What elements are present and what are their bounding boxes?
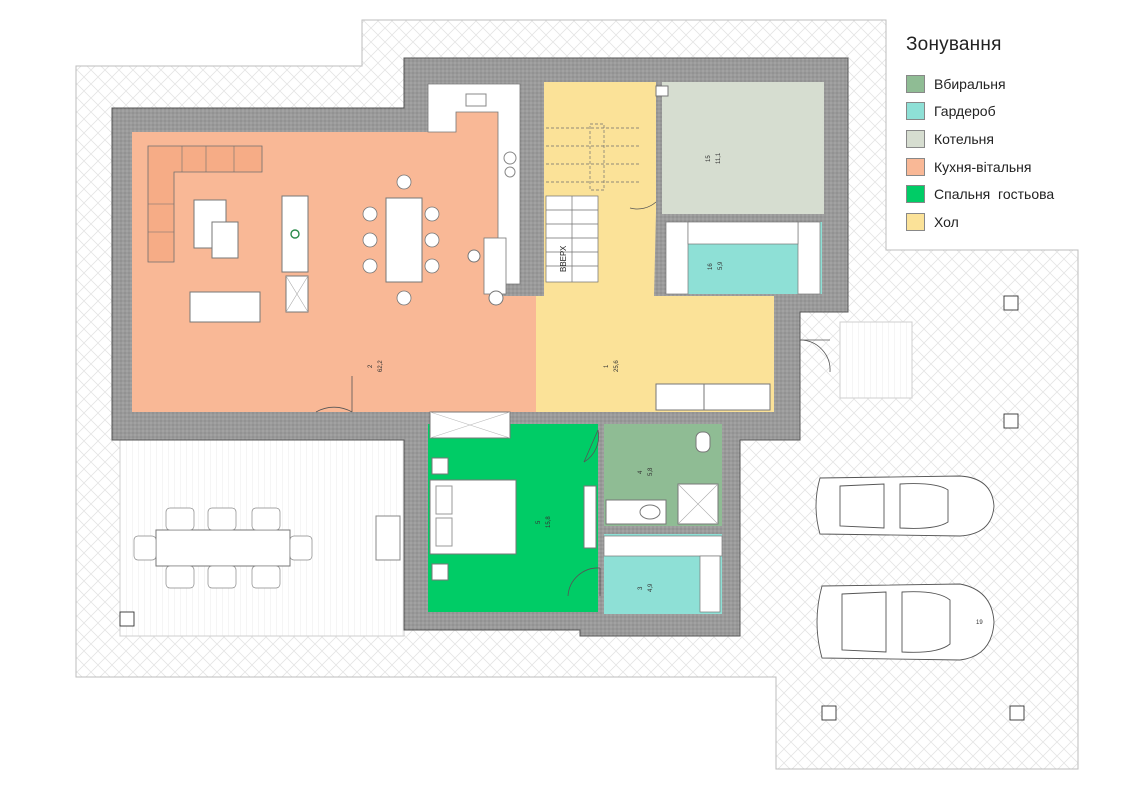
- fireplace-icon: [290, 229, 300, 239]
- room-area-hall: 25,6: [614, 360, 620, 372]
- room-number-wardrobe-top: 16: [708, 263, 714, 270]
- room-number-living: 2: [368, 364, 374, 368]
- terrace-chairs: [133, 507, 313, 589]
- kitchen-island-corner: [483, 237, 507, 295]
- staircase: [545, 123, 640, 283]
- room-area-bedroom: 15,8: [546, 516, 552, 528]
- room-area-wardrobe-top: 5,9: [718, 261, 724, 270]
- kitchen-counter: [427, 83, 521, 285]
- legend-label: Спальня гостьова: [934, 186, 1055, 203]
- zoning-legend: Зонування Вбиральня Гардероб Котельня Ку…: [906, 34, 1126, 236]
- room-area-bathroom: 5,8: [648, 467, 654, 476]
- bar-stool: [488, 290, 504, 306]
- terrace-grill: [375, 515, 401, 561]
- legend-item-kitchen-living: Кухня-вітальня: [906, 153, 1126, 181]
- legend-item-boiler-room: Котельня: [906, 125, 1126, 153]
- legend-item-wardrobe: Гардероб: [906, 98, 1126, 126]
- coffee-table: [211, 221, 239, 259]
- kitchen-sink: [465, 93, 487, 107]
- legend-label: Котельня: [934, 130, 994, 147]
- legend-label: Гардероб: [934, 103, 996, 120]
- legend-title: Зонування: [906, 34, 1002, 55]
- bar-stool: [467, 249, 481, 263]
- room-number-boiler: 15: [706, 155, 712, 162]
- hall-floor: [536, 82, 774, 412]
- legend-swatch: [906, 102, 925, 121]
- legend-swatch: [906, 129, 925, 148]
- legend-label: Вбиральня: [934, 75, 1006, 92]
- car-top: [815, 475, 995, 537]
- hall-cabinet: [655, 383, 771, 411]
- legend-list: Вбиральня Гардероб Котельня Кухня-віталь…: [906, 70, 1126, 236]
- room-number-hall: 1: [604, 364, 610, 368]
- boiler-unit: [655, 85, 669, 97]
- room-area-boiler: 11,1: [716, 152, 722, 164]
- living-kitchen-floor: [132, 112, 536, 412]
- kitchen-hob: [503, 151, 517, 165]
- legend-swatch: [906, 157, 925, 176]
- kitchen-hob: [504, 166, 516, 178]
- legend-item-toilet: Вбиральня: [906, 70, 1126, 98]
- legend-swatch: [906, 74, 925, 93]
- room-area-wardrobe-bottom: 4,9: [648, 583, 654, 592]
- car-plate-number: 19: [976, 620, 983, 626]
- doors: [315, 201, 831, 597]
- toilet: [695, 431, 711, 453]
- terrace-table: [155, 529, 291, 567]
- stairs-label: ВВЕРХ: [559, 245, 568, 272]
- wardrobe-bottom-shelving: [603, 535, 723, 613]
- room-number-bathroom: 4: [638, 470, 644, 474]
- legend-label: Хол: [934, 213, 959, 230]
- room-number-bedroom: 5: [536, 520, 542, 524]
- legend-label: Кухня-вітальня: [934, 158, 1032, 175]
- legend-swatch: [906, 185, 925, 204]
- yard-markers: [119, 295, 1025, 721]
- bedroom-wardrobe: [583, 485, 597, 549]
- room-number-wardrobe-bottom: 3: [638, 586, 644, 590]
- sofa-cushion-lines: [148, 146, 235, 233]
- dining-table: [385, 197, 423, 283]
- nightstand: [431, 563, 449, 581]
- nightstand: [431, 457, 449, 475]
- car-bottom: [816, 583, 995, 661]
- tv-console: [189, 291, 261, 323]
- room-area-living: 62,2: [378, 360, 384, 372]
- legend-item-guest-bedroom: Спальня гостьова: [906, 180, 1126, 208]
- legend-item-hall: Хол: [906, 208, 1126, 236]
- entrance-steps: [839, 321, 913, 399]
- legend-swatch: [906, 212, 925, 231]
- wardrobe-top-shelving: [665, 221, 821, 295]
- dining-chairs: [362, 174, 440, 306]
- boiler-room-floor: [662, 82, 824, 214]
